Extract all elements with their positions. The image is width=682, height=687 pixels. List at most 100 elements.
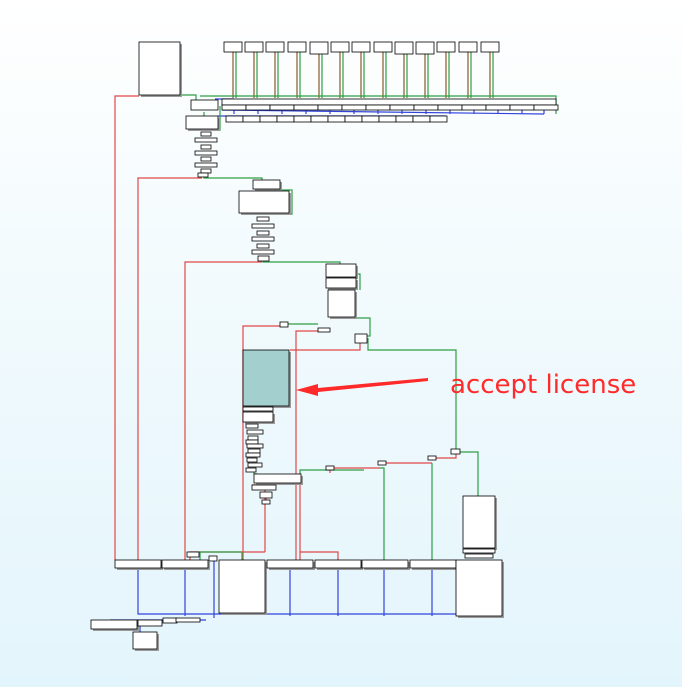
graph-node-79[interactable] — [247, 462, 263, 468]
graph-node-28[interactable] — [533, 104, 559, 111]
graph-node-22[interactable] — [389, 104, 415, 111]
graph-node-72[interactable] — [246, 429, 264, 435]
graph-node-56[interactable] — [251, 223, 275, 229]
graph-node-98[interactable] — [314, 559, 362, 569]
graph-node-5[interactable] — [309, 41, 329, 55]
graph-node-54[interactable] — [238, 190, 290, 214]
graph-node-105[interactable] — [175, 617, 201, 623]
graph-node-93[interactable] — [161, 559, 209, 569]
graph-node-34[interactable] — [310, 115, 329, 123]
graph-node-11[interactable] — [436, 41, 456, 53]
graph-node-16[interactable] — [245, 104, 271, 111]
graph-node-66[interactable] — [317, 327, 331, 333]
graph-node-45[interactable] — [200, 131, 212, 137]
graph-node-30[interactable] — [242, 115, 261, 123]
graph-node-99[interactable] — [361, 559, 409, 569]
graph-node-57[interactable] — [256, 230, 270, 236]
graph-node-49[interactable] — [200, 156, 212, 162]
graph-node-94[interactable] — [186, 551, 200, 558]
graph-node-31[interactable] — [259, 115, 278, 123]
graph-node-46[interactable] — [194, 137, 218, 143]
graph-node-104[interactable] — [162, 617, 178, 624]
graph-node-84[interactable] — [261, 499, 271, 505]
graph-node-33[interactable] — [293, 115, 312, 123]
graph-node-91[interactable] — [464, 553, 494, 559]
graph-node-101[interactable] — [455, 559, 503, 617]
graph-node-12[interactable] — [458, 41, 478, 53]
graph-node-70[interactable] — [242, 411, 274, 423]
graph-node-75[interactable] — [246, 443, 264, 449]
graph-node-32[interactable] — [276, 115, 295, 123]
graph-node-20[interactable] — [341, 104, 367, 111]
graph-node-3[interactable] — [265, 41, 285, 53]
graph-node-67[interactable] — [354, 333, 368, 344]
graph-node-73[interactable] — [247, 435, 259, 441]
graph-node-2[interactable] — [244, 41, 264, 53]
graph-node-48[interactable] — [194, 150, 218, 156]
graph-node-15[interactable] — [221, 104, 247, 111]
graph-node-19[interactable] — [317, 104, 343, 111]
graph-node-83[interactable] — [259, 491, 273, 499]
graph-node-35[interactable] — [327, 115, 346, 123]
graph-node-27[interactable] — [509, 104, 535, 111]
graph-node-53[interactable] — [252, 179, 281, 190]
graph-node-23[interactable] — [413, 104, 439, 111]
graph-node-8[interactable] — [373, 41, 393, 53]
graph-node-50[interactable] — [194, 162, 218, 168]
graph-node-96[interactable] — [218, 559, 266, 614]
graph-node-62[interactable] — [325, 263, 357, 278]
graph-node-80[interactable] — [245, 467, 257, 473]
graph-node-69[interactable] — [242, 406, 274, 412]
graph-node-106[interactable] — [132, 631, 158, 650]
graph-node-29[interactable] — [225, 115, 244, 123]
graph-node-9[interactable] — [394, 41, 414, 55]
graph-node-42[interactable] — [138, 41, 181, 96]
graph-node-37[interactable] — [361, 115, 380, 123]
graph-node-1[interactable] — [223, 41, 243, 53]
graph-node-25[interactable] — [461, 104, 487, 111]
graph-node-61[interactable] — [257, 255, 270, 262]
graph-node-97[interactable] — [266, 559, 314, 569]
graph-node-24[interactable] — [437, 104, 463, 111]
graph-node-13[interactable] — [480, 41, 500, 53]
graph-node-63[interactable] — [325, 277, 357, 289]
graph-node-52[interactable] — [197, 172, 209, 178]
graph-node-40[interactable] — [412, 115, 431, 123]
graph-node-55[interactable] — [256, 216, 270, 222]
graph-node-92[interactable] — [114, 559, 162, 569]
graph-node-95[interactable] — [208, 555, 218, 562]
graph-node-44[interactable] — [185, 115, 219, 130]
graph-node-4[interactable] — [287, 41, 307, 53]
graph-node-6[interactable] — [330, 41, 350, 53]
graph-node-18[interactable] — [293, 104, 319, 111]
graph-node-26[interactable] — [485, 104, 511, 111]
graph-node-41[interactable] — [429, 115, 448, 123]
graph-node-74[interactable] — [245, 439, 259, 445]
graph-node-17[interactable] — [269, 104, 295, 111]
graph-node-90[interactable] — [462, 548, 496, 554]
graph-node-64[interactable] — [327, 289, 356, 318]
graph-node-43[interactable] — [190, 99, 219, 111]
graph-node-21[interactable] — [365, 104, 391, 111]
graph-node-82[interactable] — [251, 484, 277, 491]
graph-node-51[interactable] — [200, 168, 212, 174]
graph-node-103[interactable] — [137, 619, 163, 627]
graph-node-59[interactable] — [256, 243, 270, 249]
graph-node-68[interactable] — [242, 349, 290, 407]
graph-node-88[interactable] — [450, 448, 461, 455]
graph-node-14[interactable] — [221, 98, 557, 106]
graph-node-65[interactable] — [279, 321, 289, 328]
graph-node-89[interactable] — [462, 495, 496, 549]
graph-node-60[interactable] — [251, 249, 275, 255]
graph-node-85[interactable] — [325, 465, 335, 471]
graph-node-36[interactable] — [344, 115, 363, 123]
graph-node-102[interactable] — [90, 619, 138, 630]
graph-node-47[interactable] — [200, 144, 212, 150]
graph-node-81[interactable] — [253, 473, 302, 484]
graph-node-10[interactable] — [415, 41, 435, 55]
graph-node-76[interactable] — [247, 448, 261, 454]
graph-node-86[interactable] — [377, 460, 387, 466]
graph-node-39[interactable] — [395, 115, 414, 123]
graph-node-87[interactable] — [427, 455, 437, 461]
graph-node-38[interactable] — [378, 115, 397, 123]
